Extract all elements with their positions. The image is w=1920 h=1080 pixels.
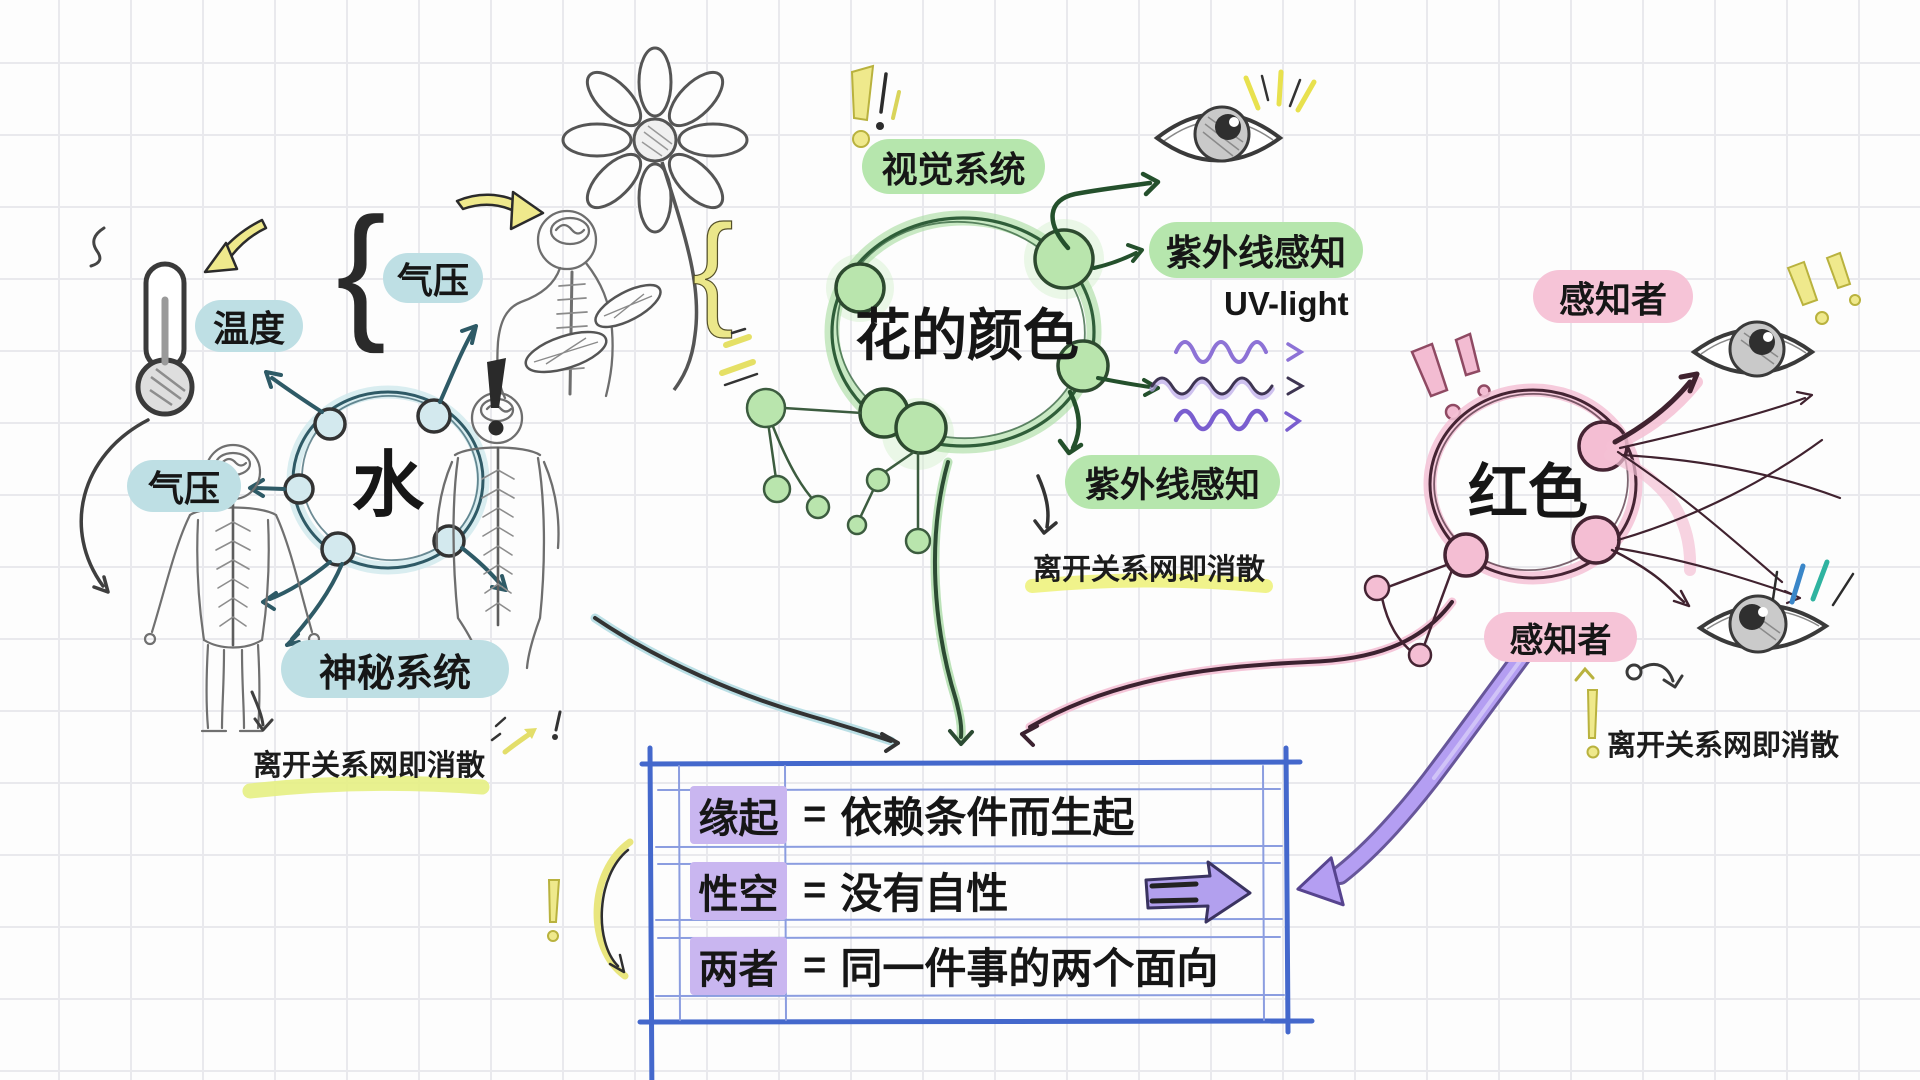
summary-row-arising: 缘起 = 依赖条件而生起 <box>690 784 1134 845</box>
body-figure-front <box>143 443 321 733</box>
label-uv-top: 紫外线感知 <box>1149 222 1363 278</box>
summary-row-both: 两者 = 同一件事的两个面向 <box>690 935 1218 996</box>
small-arrow-to-note-flower <box>1033 474 1058 535</box>
dissolve-note-red: 离开关系网即消散 <box>1607 730 1840 762</box>
yellow-arrow-to-body <box>455 190 545 231</box>
flower-drawing <box>524 46 749 392</box>
definition-text: 同一件事的两个面向 <box>840 945 1219 992</box>
flower-molecule <box>745 387 932 555</box>
small-loop-arrow-perceiver <box>1625 663 1684 689</box>
label-perceiver-top: 感知者 <box>1533 270 1693 323</box>
yellow-paren-arrow <box>593 838 634 980</box>
note-highlight-flower <box>1025 573 1273 593</box>
equals-sign: = <box>803 792 827 836</box>
flower-branch-arrows <box>1050 171 1161 456</box>
yellow-exclamations-flower <box>850 64 901 148</box>
label-pressure-left: 气压 <box>127 460 241 512</box>
yellow-slash-doodles <box>719 327 759 387</box>
curly-brace-flower: { <box>692 200 734 339</box>
label-uv-bottom: 紫外线感知 <box>1065 455 1280 509</box>
dissolve-note-flower: 离开关系网即消散 <box>1033 554 1266 586</box>
thermometer-icon <box>135 261 195 417</box>
black-exclamation-mark <box>487 358 506 436</box>
eye-icon-right-top <box>1690 320 1816 378</box>
note-highlight-water <box>242 775 490 799</box>
yellow-accent-marks-eye-top <box>1243 69 1317 113</box>
term-highlight: 性空 <box>690 861 787 920</box>
teal-converge-arrow <box>590 613 900 753</box>
pink-converge-arrow <box>1020 597 1457 747</box>
definition-text: 没有自性 <box>840 870 1009 917</box>
purple-double-arrow <box>1144 860 1252 924</box>
red-fan-arrows <box>1604 371 1842 608</box>
purple-big-arrow <box>1296 638 1538 907</box>
red-molecule <box>1363 562 1454 668</box>
small-arrow-below-system <box>250 690 274 732</box>
doodle-cluster-left-of-box <box>490 710 562 755</box>
summary-row-emptiness: 性空 = 没有自性 <box>690 860 1008 921</box>
yellow-arrow-to-thermometer <box>203 218 268 274</box>
flower-center-label: 花的颜色 <box>855 303 1079 367</box>
eye-icon-right-bottom <box>1696 559 1855 654</box>
label-visual-system: 视觉系统 <box>862 139 1045 194</box>
label-mystery-system: 神秘系统 <box>281 640 509 698</box>
term-highlight: 缘起 <box>690 785 787 844</box>
yellow-exclamation-box <box>547 879 561 942</box>
definition-text: 依赖条件而生起 <box>840 794 1135 841</box>
red-center-label: 红色 <box>1468 458 1588 526</box>
equals-sign: = <box>803 868 827 912</box>
uv-wave-arrows <box>1149 340 1306 432</box>
flower-ring-nodes <box>834 228 1110 455</box>
water-ring-nodes <box>283 398 466 567</box>
label-uv-light: UV-light <box>1224 285 1349 322</box>
label-pressure-top: 气压 <box>383 253 483 303</box>
yellow-exclamations-right <box>1786 251 1861 325</box>
left-curved-arrow <box>79 418 150 594</box>
curly-brace-left: { <box>336 186 386 354</box>
label-perceiver-bottom: 感知者 <box>1484 612 1637 662</box>
eye-icon-top <box>1153 105 1284 163</box>
label-temperature: 温度 <box>195 300 303 352</box>
water-center-label: 水 <box>351 445 424 526</box>
yellow-exclamation-small <box>1574 666 1600 759</box>
squiggle-doodle <box>89 226 106 268</box>
equals-sign: = <box>803 943 827 987</box>
term-highlight: 两者 <box>690 936 787 995</box>
green-converge-arrow <box>930 457 974 746</box>
dissolve-note-water: 离开关系网即消散 <box>253 750 486 782</box>
